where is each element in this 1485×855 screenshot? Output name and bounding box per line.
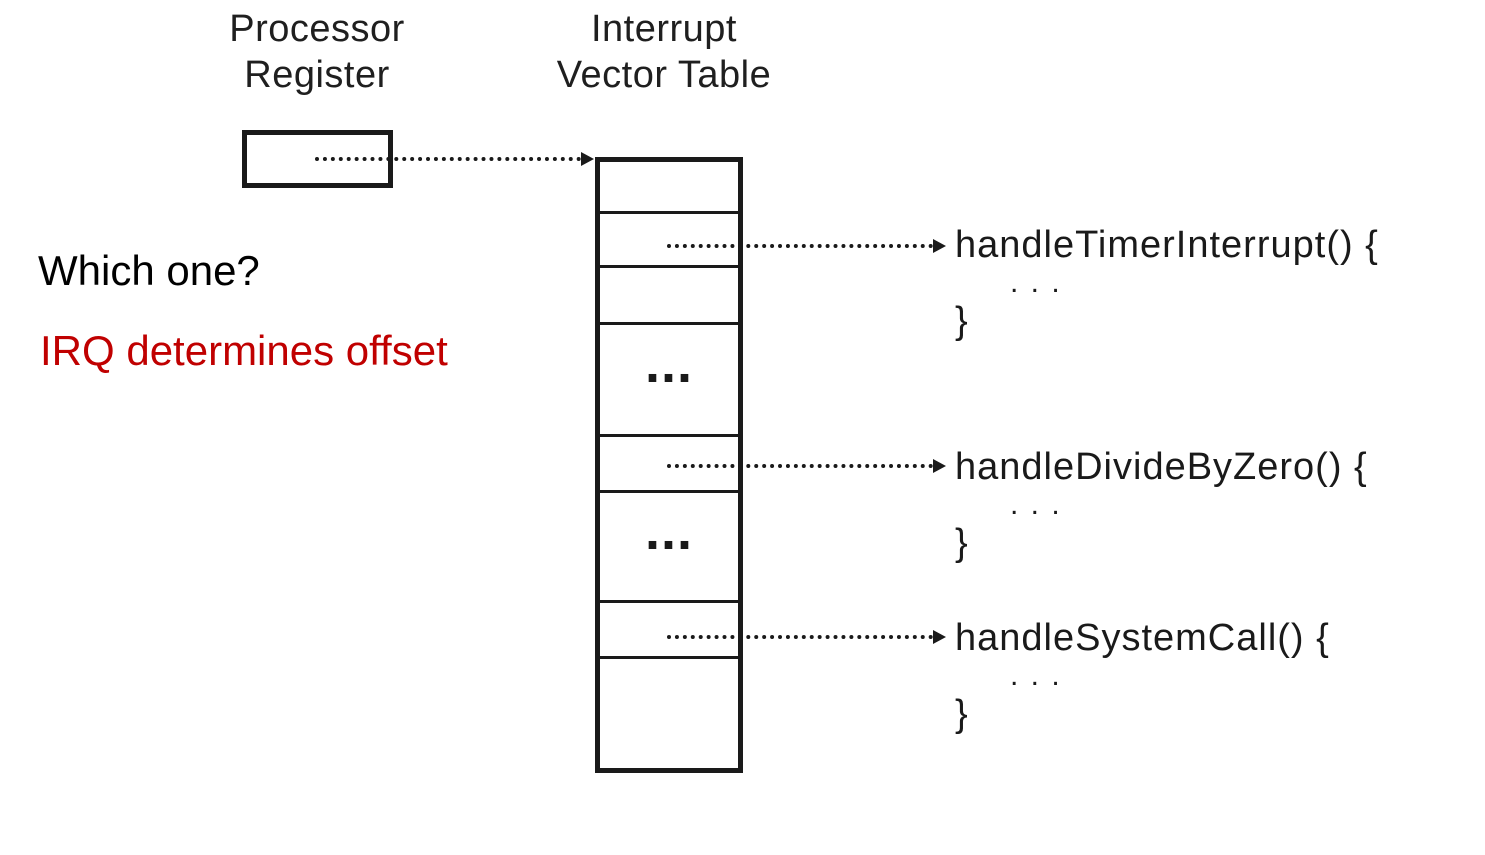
processor-register-title-line1: Processor (229, 8, 405, 50)
timer-vector-arrow (667, 239, 946, 253)
interrupt-vector-table-title-line2: Vector Table (556, 54, 772, 96)
processor-register-title-line2: Register (244, 54, 390, 96)
ivt-cell-6-syscall-vector (600, 603, 738, 659)
handler-divide-by-zero-block: handleDivideByZero() { . . . } (955, 448, 1368, 562)
arrow-head-icon (581, 152, 594, 166)
handler-syscall-close: } (955, 693, 969, 735)
ivt-cell-7 (600, 659, 738, 768)
divide-vector-arrow (667, 459, 946, 473)
interrupt-vector-table-title-line1: Interrupt (590, 8, 738, 50)
handler-timer-close: } (955, 300, 969, 342)
ivt-cell-0 (600, 162, 738, 214)
handler-divide-close: } (955, 522, 969, 564)
arrow-head-icon (933, 630, 946, 644)
handler-divide-signature: handleDivideByZero() { (955, 446, 1368, 488)
ivt-cell-5-ellipsis: ... (600, 493, 738, 603)
arrow-head-icon (933, 459, 946, 473)
question-text: Which one? (38, 247, 260, 294)
interrupt-vector-table-title: Interrupt Vector Table (557, 6, 771, 98)
ivt-cell-3-ellipsis: ... (600, 325, 738, 437)
ivt-cell-2 (600, 268, 738, 325)
arrow-head-icon (933, 239, 946, 253)
syscall-vector-arrow (667, 630, 946, 644)
answer-text: IRQ determines offset (40, 327, 448, 374)
handler-timer-signature: handleTimerInterrupt() { (955, 224, 1379, 266)
ivt-cell-4-divide-vector (600, 437, 738, 493)
register-to-table-arrow (315, 152, 594, 166)
handler-syscall-body: . . . (1010, 659, 1062, 692)
handler-timer-body: . . . (1010, 266, 1062, 299)
handler-divide-body: . . . (1010, 488, 1062, 521)
handler-system-call-block: handleSystemCall() { . . . } (955, 619, 1330, 733)
handler-syscall-signature: handleSystemCall() { (955, 617, 1330, 659)
handler-timer-interrupt-block: handleTimerInterrupt() { . . . } (955, 226, 1379, 340)
interrupt-vector-table: ... ... (595, 157, 743, 773)
ivt-cell-1-timer-vector (600, 214, 738, 268)
processor-register-title: Processor Register (229, 6, 405, 98)
